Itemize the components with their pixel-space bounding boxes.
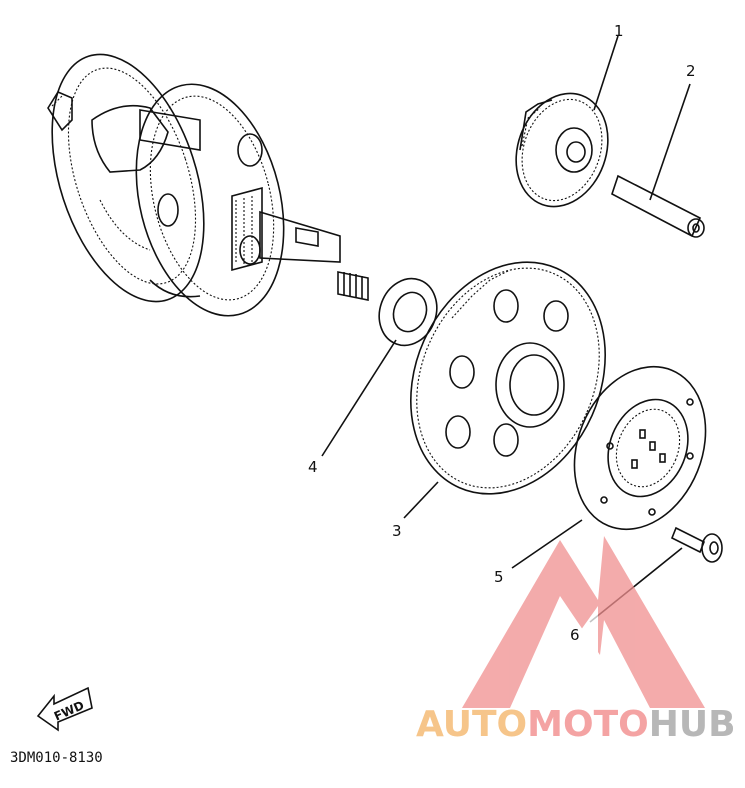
shaft xyxy=(611,174,705,238)
watermark-moto: MOTO xyxy=(527,704,649,745)
fwd-arrow: FWD xyxy=(36,686,93,732)
callout-4: 4 xyxy=(308,458,318,476)
watermark-logo xyxy=(462,536,705,708)
callout-5: 5 xyxy=(494,568,504,586)
starter-idler-gear xyxy=(515,92,609,208)
one-way-clutch xyxy=(573,365,707,531)
crankshaft xyxy=(47,53,369,317)
callout-1: 1 xyxy=(614,22,624,40)
callout-6: 6 xyxy=(570,626,580,644)
watermark-text: AUTOMOTOHUB xyxy=(416,704,736,745)
leader-lines xyxy=(321,35,691,623)
washer xyxy=(378,277,438,347)
watermark-hub: HUB xyxy=(649,704,736,745)
callout-3: 3 xyxy=(392,522,402,540)
watermark-auto: AUTO xyxy=(416,704,527,745)
starter-wheel-gear xyxy=(410,261,606,495)
diagram-code: 3DM010-8130 xyxy=(10,750,103,766)
callout-2: 2 xyxy=(686,62,696,80)
bolt xyxy=(670,526,723,563)
